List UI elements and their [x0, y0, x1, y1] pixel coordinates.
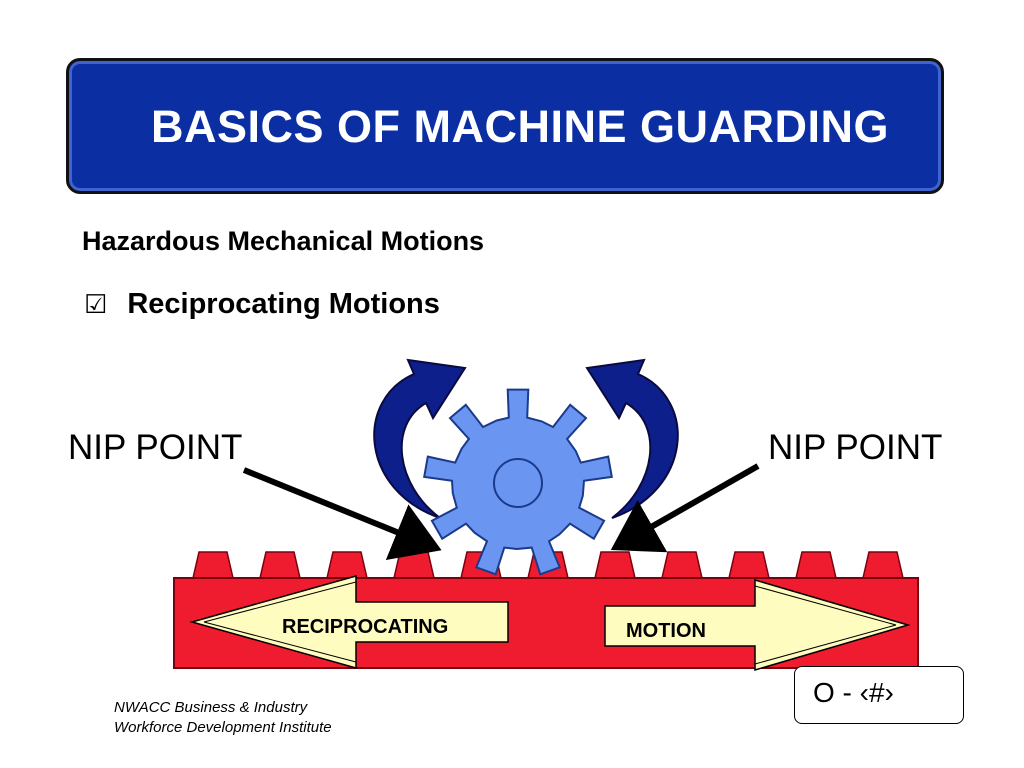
footer: NWACC Business & Industry Workforce Deve…: [114, 698, 332, 738]
rack-tooth: [393, 551, 435, 579]
bullet-text: Reciprocating Motions: [127, 288, 440, 320]
rack-tooth: [594, 551, 636, 579]
reciprocating-arrow-left: [189, 575, 509, 669]
motion-label: MOTION: [626, 620, 706, 642]
rack-tooth: [862, 551, 904, 579]
nip-pointer-left: [242, 467, 442, 560]
rack-tooth: [728, 551, 770, 579]
rack-tooth: [795, 551, 837, 579]
nip-pointer-right: [610, 463, 760, 553]
rack-tooth: [192, 551, 234, 579]
rack-tooth: [259, 551, 301, 579]
rack-tooth: [661, 551, 703, 579]
gear-hub: [493, 458, 543, 508]
rack-tooth: [326, 551, 368, 579]
slide-title: BASICS OF MACHINE GUARDING: [150, 101, 889, 152]
bullet-item: ☑ Reciprocating Motions: [84, 288, 440, 321]
reciprocating-label: RECIPROCATING: [282, 616, 449, 638]
rotation-arrow-right-icon: [585, 358, 679, 519]
nip-point-label-left: NIP POINT: [68, 428, 243, 467]
rotation-arrow-left-icon: [373, 358, 467, 519]
checkbox-icon: ☑: [84, 290, 108, 320]
footer-line-1: NWACC Business & Industry: [114, 699, 308, 716]
footer-line-2: Workforce Development Institute: [114, 719, 332, 736]
title-banner: BASICS OF MACHINE GUARDING: [66, 58, 944, 194]
nip-point-label-right: NIP POINT: [768, 428, 943, 467]
page-number-box: O - ‹#›: [794, 666, 964, 724]
gear-icon: [423, 388, 613, 576]
page-number: O - ‹#›: [813, 677, 894, 708]
motion-arrow-right: [604, 578, 911, 672]
subheading: Hazardous Mechanical Motions: [82, 226, 485, 256]
